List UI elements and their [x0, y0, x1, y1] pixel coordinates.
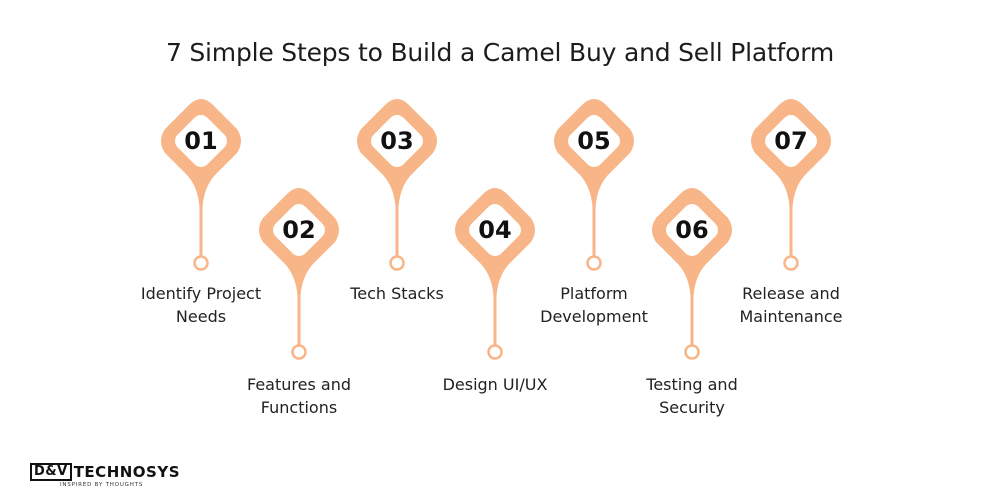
step-endpoint-circle [389, 255, 405, 271]
step-number: 05 [577, 127, 611, 155]
logo-box-text: D&V [30, 463, 72, 481]
logo-wordmark: D&V TECHNOSYS [30, 463, 180, 481]
step-inner-diamond [371, 115, 423, 167]
step-label: Release and Maintenance [739, 284, 843, 326]
step-06 [652, 188, 732, 360]
step-endpoint-circle [193, 255, 209, 271]
step-04 [455, 188, 535, 360]
step-03 [357, 99, 437, 271]
step-label: Platform Development [540, 284, 648, 326]
step-inner-diamond [273, 204, 325, 256]
step-number: 01 [184, 127, 218, 155]
step-number: 04 [478, 216, 512, 244]
step-endpoint-circle [487, 344, 503, 360]
step-inner-diamond [666, 204, 718, 256]
step-endpoint-circle [586, 255, 602, 271]
step-number: 07 [774, 127, 808, 155]
company-logo: D&V TECHNOSYS INSPIRED BY THOUGHTS [30, 462, 180, 490]
step-01 [161, 99, 241, 271]
step-label: Identify Project Needs [140, 284, 262, 326]
step-endpoint-circle [684, 344, 700, 360]
step-number: 03 [380, 127, 414, 155]
step-number: 06 [675, 216, 709, 244]
step-number: 02 [282, 216, 316, 244]
step-07 [751, 99, 831, 271]
logo-tagline: INSPIRED BY THOUGHTS [60, 482, 144, 488]
step-label: Design UI/UX [442, 375, 548, 394]
logo-brand-text: TECHNOSYS [73, 463, 181, 481]
step-02 [259, 188, 339, 360]
step-endpoint-circle [291, 344, 307, 360]
step-label: Features and Functions [247, 375, 351, 417]
step-inner-diamond [469, 204, 521, 256]
step-05 [554, 99, 634, 271]
step-label: Tech Stacks [350, 284, 444, 303]
page-title: 7 Simple Steps to Build a Camel Buy and … [165, 38, 835, 67]
step-inner-diamond [765, 115, 817, 167]
step-endpoint-circle [783, 255, 799, 271]
step-inner-diamond [175, 115, 227, 167]
step-inner-diamond [568, 115, 620, 167]
step-label: Testing and Security [646, 375, 738, 417]
